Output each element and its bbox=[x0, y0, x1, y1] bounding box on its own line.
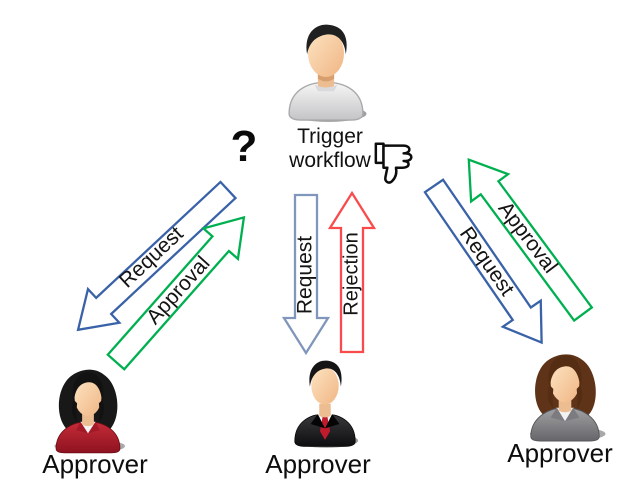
trigger-person-icon bbox=[288, 24, 367, 122]
question-mark: ? bbox=[230, 122, 258, 171]
approver-left-label: Approver bbox=[42, 449, 148, 479]
trigger-workflow-line1: Trigger bbox=[297, 125, 363, 148]
approver-right-label: Approver bbox=[507, 438, 613, 468]
approver-right-icon bbox=[529, 354, 606, 442]
arrow-left-request bbox=[76, 180, 238, 332]
arrow-right-approval bbox=[467, 157, 594, 323]
approver-center-label: Approver bbox=[265, 449, 371, 479]
thumbs-down-icon bbox=[374, 142, 413, 184]
trigger-workflow-line2: workflow bbox=[289, 149, 371, 172]
arrow-mid-rejection bbox=[327, 190, 377, 354]
arrow-label-mid-request: Request bbox=[294, 236, 317, 314]
approver-left-icon bbox=[54, 369, 125, 454]
arrow-left-approval bbox=[106, 215, 246, 371]
arrow-label-mid-rejection: Rejection bbox=[340, 232, 362, 315]
trigger-workflow-label: Trigger workflow bbox=[280, 125, 380, 173]
arrow-mid-request bbox=[281, 193, 331, 356]
approver-center-icon bbox=[294, 360, 359, 448]
arrow-right-request bbox=[423, 178, 543, 345]
